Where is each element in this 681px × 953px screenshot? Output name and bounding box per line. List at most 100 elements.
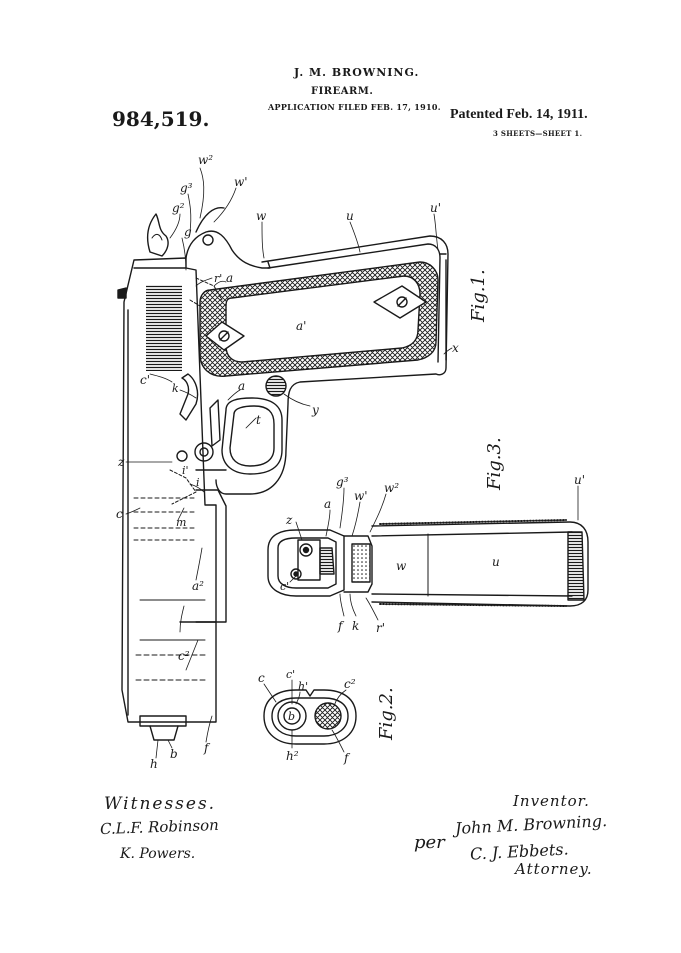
fig1-leader-lines [125, 167, 453, 759]
fig1-pin [176, 450, 188, 462]
fig1-ref-z: z [117, 455, 125, 469]
fig1-disconnector [179, 373, 199, 421]
fig3-ref-g3: g³ [336, 475, 349, 489]
fig1-hammer-spur [151, 233, 163, 241]
fig3-label: Fig.3. [484, 437, 505, 491]
fig1-ref-b: b [170, 747, 178, 761]
fig1-mainspring-housing [439, 253, 447, 361]
fig3-ref-r1: r' [376, 621, 385, 635]
fig3-ref-w1: w' [354, 489, 368, 503]
fig3-ref-u1: u' [574, 473, 585, 487]
fig2-ref-b: b [288, 710, 295, 723]
fig1-grip-panel-smooth [225, 275, 421, 363]
fig2-bore [283, 707, 301, 725]
fig1-grip-frame [215, 235, 449, 495]
fig1-grip-screw-lower [218, 330, 230, 342]
fig2-ref-h2: h² [286, 749, 299, 763]
fig3-grip-body [371, 521, 589, 607]
fig3-ref-w: w [396, 559, 407, 573]
fig3-slide-rear [267, 529, 345, 597]
fig1-ref-k: k [172, 382, 179, 395]
fig3-beavertail [351, 543, 371, 583]
sheet-count: 3 SHEETS—SHEET 1. [493, 129, 583, 138]
fig3-grip-panel-top [379, 519, 567, 525]
fig1-grip-safety [185, 230, 271, 269]
fig1-ref-g2: g² [172, 201, 185, 215]
patented-date: Patented Feb. 14, 1911. [450, 107, 588, 122]
fig2-recoil-plug [314, 702, 342, 730]
fig1-ref-c: c [116, 507, 123, 521]
fig3-pin-lower [290, 568, 302, 580]
fig2-ref-c: c [258, 671, 265, 685]
fig1-ref-w1: w' [234, 175, 248, 189]
fig3-ref-w2: w² [384, 481, 399, 495]
fig1-ref-w: w [256, 209, 267, 223]
inventor-name: J. M. BROWNING. [294, 66, 420, 79]
fig1-barrel-dashed [133, 497, 197, 541]
fig1-grip-frame-inner [267, 243, 441, 363]
fig3-ref-a: a [324, 497, 331, 511]
fig3-firing-pin-inner [302, 546, 310, 554]
fig1-grip-diamond-upper [373, 285, 427, 319]
fig1-muzzle [139, 715, 187, 727]
fig1-trigger-guard [221, 397, 283, 475]
fig2-ref-h1: h' [298, 680, 308, 693]
fig3-grip-line-top [371, 531, 573, 537]
fig3-ref-z: z [285, 513, 293, 527]
fig3-pin-lower-inner [293, 571, 299, 577]
fig3-ref-k: k [352, 619, 359, 633]
fig3-ref-u: u [492, 555, 500, 569]
fig1-grip-screw-upper-slot [397, 297, 407, 307]
fig2-ref-f: f [343, 751, 351, 765]
witnesses-label: Witnesses. [104, 794, 217, 814]
fig1-ref-m: m [176, 516, 186, 529]
fig1-grip-screw-upper [396, 296, 408, 308]
fig3-ref-c1: c' [280, 580, 289, 593]
fig1-grip-diamond-lower [205, 321, 245, 351]
fig1-ref-r1: r' [214, 272, 222, 285]
fig1-ref-a1: a' [296, 319, 306, 333]
fig3-pistol-top-view: z a g³ w' w² w u u' c' f k r' Fig.3. [267, 437, 589, 635]
fig1-pistol-side-view: w² g³ w' g² g w u u' r' a a' x c' k a y … [116, 153, 489, 771]
fig1-ref-h: h [150, 757, 158, 771]
fig1-ref-i1: i' [182, 464, 189, 477]
attorney-label: Attorney. [515, 860, 593, 878]
fig1-ref-y: y [311, 403, 319, 417]
patent-number: 984,519. [112, 107, 210, 131]
fig3-grip-panel-bot [379, 603, 567, 607]
fig3-grip-safety [343, 535, 373, 593]
fig1-ref-a-mid: a [238, 379, 245, 393]
inventor-label: Inventor. [513, 792, 590, 810]
patent-subject: FIREARM. [311, 86, 374, 97]
fig1-ref-w2: w² [198, 153, 213, 167]
fig3-firing-pin [299, 543, 313, 557]
fig3-mainspring-housing [567, 531, 585, 601]
fig1-slide-serrations [146, 285, 182, 371]
fig1-ref-u: u [346, 209, 354, 223]
fig1-link-dashed [169, 469, 197, 505]
fig1-magazine-catch [265, 375, 287, 397]
fig1-ref-a-top: a [226, 271, 233, 285]
fig1-rear-sight [117, 287, 127, 299]
fig1-ref-g3: g³ [180, 181, 193, 195]
fig3-slide-rear-inner [277, 537, 337, 589]
fig1-ref-f: f [203, 741, 211, 755]
fig1-trigger-guard-inner [229, 405, 275, 467]
fig2-ref-c1: c' [286, 668, 295, 681]
fig2-outline-inner [271, 697, 349, 737]
fig1-ref-a2: a² [192, 579, 204, 593]
fig3-ref-f: f [337, 619, 345, 633]
fig3-grip-line-bot [371, 593, 573, 597]
fig3-leader-lines [289, 485, 579, 621]
per-label: per [414, 832, 445, 853]
fig2-muzzle-end-view: c c' h' c² b h² f Fig.2. [258, 668, 397, 765]
fig1-slide-stop-center [199, 447, 209, 457]
fig1-ref-g: g [184, 225, 192, 239]
fig1-ref-x: x [452, 341, 459, 355]
fig1-slide-stop [194, 442, 214, 462]
fig2-outline [263, 689, 357, 745]
fig2-ref-c2: c² [344, 677, 356, 691]
fig2-label: Fig.2. [376, 687, 397, 741]
